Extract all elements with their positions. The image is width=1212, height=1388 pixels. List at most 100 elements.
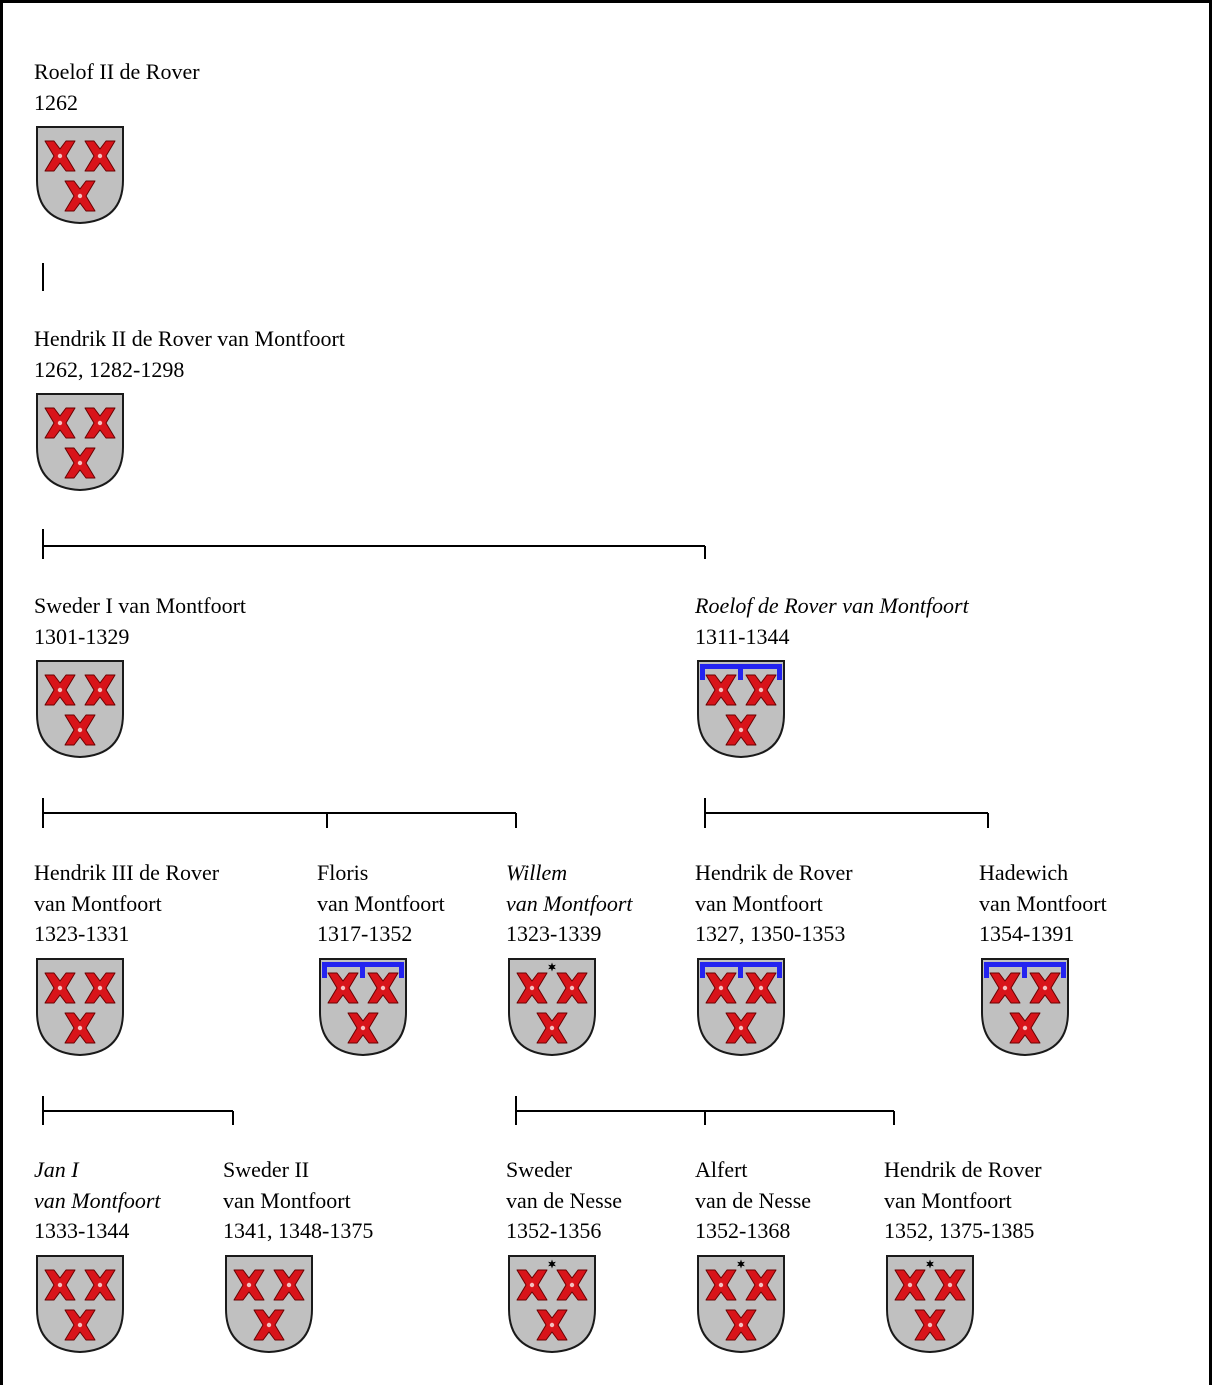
label-bar-charge	[700, 961, 782, 978]
mullet-star-charge	[926, 1259, 934, 1268]
cross-moline-charge	[347, 1012, 379, 1043]
cross-moline-charge	[44, 972, 76, 1003]
person-name-line: van Montfoort	[223, 1187, 351, 1213]
cross-moline-charge	[84, 140, 116, 172]
person-name-line: Sweder	[506, 1157, 572, 1182]
coat-of-arms-icon	[508, 1254, 596, 1353]
person-name-line: Willem	[506, 860, 568, 885]
person-name-line: van Montfoort	[317, 890, 445, 916]
person-dates: 1262, 1282-1298	[34, 356, 185, 382]
person-dates: 1262	[34, 89, 78, 115]
person-name-line: Roelof de Rover van Montfoort	[695, 593, 969, 618]
cross-moline-charge	[64, 1012, 96, 1043]
cross-moline-charge	[914, 1309, 946, 1340]
person-dates: 1323-1331	[34, 921, 130, 946]
person-label: Sweder van de Nesse 1352-1356	[506, 1155, 622, 1247]
coat-of-arms-icon	[886, 1254, 974, 1353]
person-name-line: van de Nesse	[695, 1187, 812, 1213]
cross-moline-charge	[516, 972, 548, 1003]
cross-moline-charge	[725, 714, 757, 746]
person-hendrik-ii: Hendrik II de Rover van Montfoort 1262, 1…	[34, 324, 345, 493]
cross-moline-charge	[64, 1309, 96, 1340]
cross-moline-charge	[894, 1269, 926, 1300]
cross-moline-charge	[327, 972, 359, 1003]
person-name-line: Hadewich	[979, 860, 1069, 885]
person-name-line: van Montfoort	[506, 890, 633, 916]
person-dates: 1354-1391	[979, 921, 1075, 946]
person-name-line: van de Nesse	[506, 1187, 623, 1213]
cross-moline-charge	[1009, 1012, 1041, 1043]
connector-willem-children	[515, 1096, 895, 1125]
coat-of-arms-icon	[697, 957, 785, 1056]
person-name-line: Floris	[317, 860, 369, 885]
cross-moline-charge	[84, 972, 116, 1003]
person-name-line: van Montfoort	[695, 890, 823, 916]
cross-moline-charge	[536, 1309, 568, 1340]
person-roelof-ii: Roelof II de Rover 1262	[34, 57, 200, 226]
cross-moline-charge	[44, 407, 76, 439]
mullet-star-charge	[737, 1259, 745, 1268]
person-name-line: Roelof II de Rover	[34, 59, 200, 84]
mullet-star-charge	[548, 962, 556, 971]
cross-moline-charge	[84, 674, 116, 706]
cross-moline-charge	[273, 1269, 305, 1300]
person-name-line: Sweder I van Montfoort	[34, 593, 247, 618]
person-name-line: Hendrik de Rover	[884, 1157, 1042, 1182]
cross-moline-charge	[725, 1309, 757, 1340]
coat-of-arms-icon	[981, 957, 1069, 1056]
person-name-line: van Montfoort	[884, 1187, 1012, 1213]
person-label: Floris van Montfoort 1317-1352	[317, 858, 445, 950]
cross-moline-charge	[556, 972, 588, 1003]
coat-of-arms-icon	[36, 957, 124, 1056]
person-label: Roelof II de Rover 1262	[34, 57, 200, 118]
cross-moline-charge	[1029, 972, 1061, 1003]
connector-roelof-de-rover-children	[704, 798, 989, 828]
person-dates: 1352-1356	[506, 1218, 602, 1243]
cross-moline-charge	[84, 407, 116, 439]
cross-moline-charge	[84, 1269, 116, 1300]
person-hendrik-de-rover-2: Hendrik de Rover van Montfoort 1352, 1375-…	[884, 1155, 1042, 1355]
coat-of-arms-icon	[697, 1254, 785, 1353]
coat-of-arms-icon	[508, 957, 596, 1056]
person-label: Sweder I van Montfoort 1301-1329	[34, 591, 246, 652]
cross-moline-charge	[745, 1269, 777, 1300]
cross-moline-charge	[516, 1269, 548, 1300]
person-dates: 1301-1329	[34, 623, 130, 649]
person-dates: 1323-1339	[506, 921, 602, 946]
person-dates: 1327, 1350-1353	[695, 921, 846, 946]
cross-moline-charge	[745, 972, 777, 1003]
cross-moline-charge	[705, 1269, 737, 1300]
cross-moline-charge	[725, 1012, 757, 1043]
cross-moline-charge	[367, 972, 399, 1003]
person-name-line: Hendrik II de Rover van Montfoort	[34, 326, 345, 351]
person-label: Willem van Montfoort 1323-1339	[506, 858, 633, 950]
person-name-line: Hendrik III de Rover	[34, 860, 220, 885]
person-floris: Floris van Montfoort 1317-1352	[317, 858, 445, 1058]
cross-moline-charge	[64, 714, 96, 746]
cross-moline-charge	[233, 1269, 265, 1300]
person-dates: 1317-1352	[317, 921, 413, 946]
connector-hendrik-ii-children	[42, 529, 706, 559]
coat-of-arms-icon	[36, 660, 124, 759]
cross-moline-charge	[556, 1269, 588, 1300]
person-sweder-i: Sweder I van Montfoort 1301-1329	[34, 591, 246, 760]
cross-moline-charge	[44, 1269, 76, 1300]
connector-lines	[42, 263, 989, 1125]
person-dates: 1352, 1375-1385	[884, 1218, 1035, 1243]
person-dates: 1352-1368	[695, 1218, 791, 1243]
cross-moline-charge	[705, 674, 737, 706]
label-bar-charge	[984, 961, 1066, 978]
cross-moline-charge	[253, 1309, 285, 1340]
cross-moline-charge	[536, 1012, 568, 1043]
